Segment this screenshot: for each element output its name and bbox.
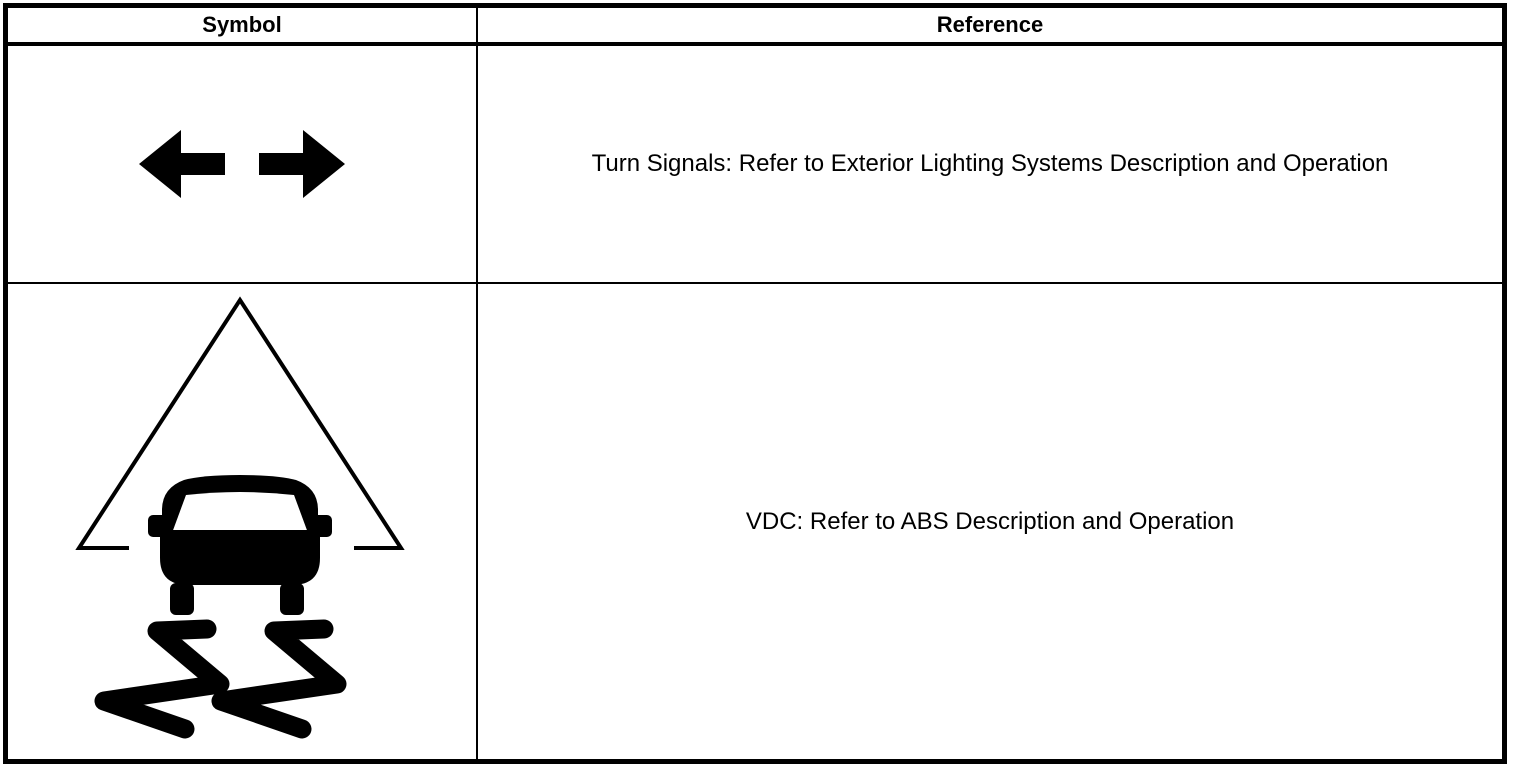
vdc-reference-text: VDC: Refer to ABS Description and Operat… bbox=[745, 507, 1235, 535]
turn-signals-reference-text: Turn Signals: Refer to Exterior Lighting… bbox=[591, 150, 1389, 177]
left-skid-mark bbox=[94, 619, 230, 738]
right-skid-mark bbox=[211, 619, 347, 738]
car-windshield bbox=[172, 491, 308, 533]
car-left-wheel bbox=[170, 582, 194, 615]
reference-cell-turn-signals: Turn Signals: Refer to Exterior Lighting… bbox=[478, 46, 1502, 284]
right-turn-arrow-icon bbox=[259, 130, 345, 198]
turn-signals-arrows-icon bbox=[139, 130, 345, 198]
car-body bbox=[160, 529, 320, 585]
skid-marks-icon bbox=[94, 619, 347, 738]
vdc-warning-icon bbox=[75, 295, 405, 738]
column-header-reference: Reference bbox=[478, 8, 1502, 46]
warning-triangle-outline bbox=[75, 295, 405, 550]
symbol-reference-table: Symbol Reference Turn Signals: Refer to … bbox=[3, 3, 1507, 764]
column-header-reference-label: Reference bbox=[936, 12, 1044, 37]
car-front-icon bbox=[148, 474, 332, 615]
column-header-symbol-label: Symbol bbox=[202, 12, 282, 37]
column-header-symbol: Symbol bbox=[8, 8, 478, 46]
symbol-cell-vdc bbox=[8, 284, 478, 759]
reference-cell-vdc: VDC: Refer to ABS Description and Operat… bbox=[478, 284, 1502, 759]
symbol-cell-turn-signals bbox=[8, 46, 478, 284]
left-turn-arrow-icon bbox=[139, 130, 225, 198]
car-right-wheel bbox=[280, 582, 304, 615]
